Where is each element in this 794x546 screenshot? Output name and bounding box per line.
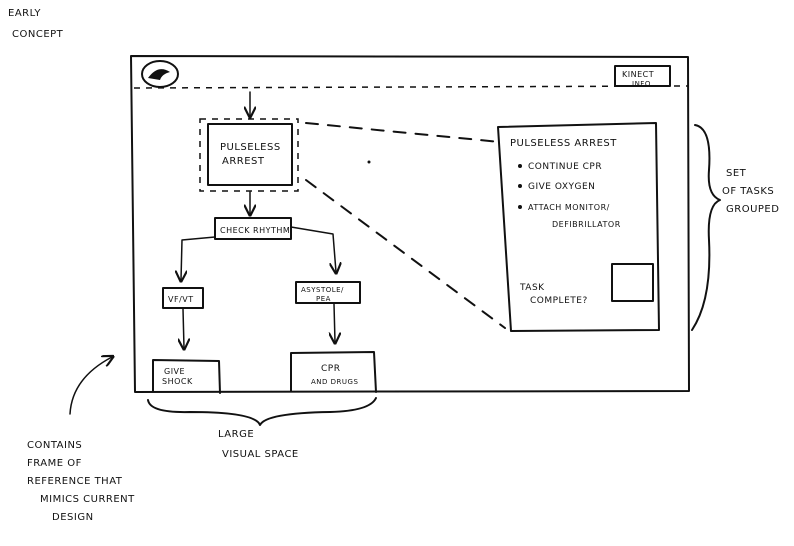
task-item-give-oxygen: GIVE OXYGEN [528, 182, 595, 192]
task-panel: PULSELESS ARREST CONTINUE CPR GIVE OXYGE… [497, 122, 660, 332]
give-shock-node[interactable]: GIVE SHOCK [152, 359, 221, 394]
branch-right [290, 226, 336, 272]
task-item-defibrillator: DEFIBRILLATOR [552, 220, 621, 229]
pulseless-arrest-node[interactable]: PULSELESS ARREST [199, 118, 299, 192]
visual-space-line-1: LARGE [218, 429, 254, 440]
dot-mark [367, 160, 371, 164]
task-complete-label-1: TASK [519, 283, 545, 293]
tasks-grouped-line-2: OF TASKS [722, 186, 774, 197]
early-concept-note: EARLY CONCEPT [8, 8, 64, 40]
header-divider [133, 85, 689, 89]
give-shock-label-1: GIVE [164, 367, 185, 376]
start-node-label-1: PULSELESS [220, 142, 281, 153]
frame-note-line-2: FRAME OF [27, 458, 82, 469]
logo-icon [141, 60, 179, 88]
frame-note-line-3: REFERENCE THAT [27, 476, 123, 487]
visual-space-line-2: VISUAL SPACE [222, 449, 299, 460]
early-concept-line-1: EARLY [8, 8, 41, 19]
bullet-icon [518, 184, 522, 188]
screen-frame [130, 55, 690, 393]
vf-vt-label: VF/VT [168, 295, 194, 304]
kinect-info-button[interactable]: KINECT INFO [614, 65, 671, 88]
right-brace [691, 124, 721, 331]
asystole-label-1: ASYSTOLE/ [301, 286, 344, 294]
task-item-attach-monitor: ATTACH MONITOR/ [528, 203, 610, 212]
give-shock-label-2: SHOCK [162, 377, 193, 386]
task-item-continue-cpr: CONTINUE CPR [528, 162, 602, 172]
bullet-icon [518, 205, 522, 209]
bullet-icon [518, 164, 522, 168]
asystole-pea-node[interactable]: ASYSTOLE/ PEA [295, 281, 361, 304]
task-complete-label-2: COMPLETE? [530, 296, 588, 306]
arrow-to-shock [183, 308, 184, 348]
start-node-label-2: ARREST [222, 156, 265, 167]
projection-line-bottom [305, 179, 506, 329]
asystole-label-2: PEA [316, 295, 331, 303]
tasks-grouped-line-1: SET [726, 168, 747, 179]
cpr-label-1: CPR [321, 364, 340, 374]
check-rhythm-label: CHECK RHYTHM [220, 226, 290, 235]
cpr-label-2: AND DRUGS [311, 378, 358, 386]
early-concept-line-2: CONCEPT [12, 29, 64, 40]
frame-note-line-4: MIMICS CURRENT [40, 494, 135, 505]
large-visual-space-note: LARGE VISUAL SPACE [218, 429, 299, 460]
cpr-drugs-node[interactable]: CPR AND DRUGS [290, 351, 377, 393]
check-rhythm-node[interactable]: CHECK RHYTHM [214, 217, 292, 240]
kinect-info-label-1: KINECT [622, 70, 654, 79]
task-panel-title: PULSELESS ARREST [510, 138, 617, 149]
kinect-info-label-2: INFO [632, 80, 651, 88]
bottom-brace [147, 397, 377, 426]
frame-pointer-arrow [69, 357, 112, 415]
tasks-grouped-note: SET OF TASKS GROUPED [722, 168, 779, 215]
frame-of-reference-note: CONTAINS FRAME OF REFERENCE THAT MIMICS … [27, 440, 135, 523]
vf-vt-node[interactable]: VF/VT [162, 287, 204, 309]
task-complete-checkbox[interactable] [611, 263, 654, 302]
projection-line-top [305, 122, 501, 143]
frame-note-line-1: CONTAINS [27, 440, 82, 451]
branch-left [181, 236, 216, 280]
arrow-to-cpr [334, 303, 335, 342]
tasks-grouped-line-3: GROUPED [726, 204, 779, 215]
frame-note-line-5: DESIGN [52, 512, 94, 523]
